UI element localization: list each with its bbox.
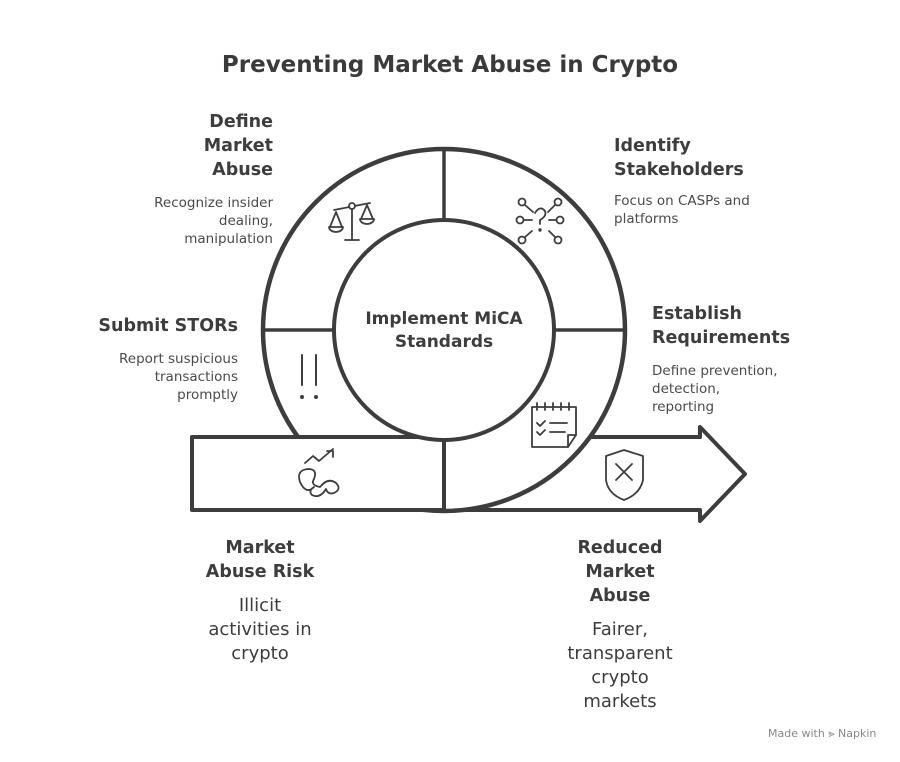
start-title: Abuse Risk	[205, 562, 315, 582]
segment-desc: detection,	[652, 381, 721, 397]
end-title: Market	[585, 562, 655, 582]
segment-submit-stors: Submit STORs Report suspicious transacti…	[98, 314, 238, 404]
checklist-icon	[531, 402, 577, 448]
segment-title: Market	[203, 136, 273, 156]
segment-desc: Focus on CASPs and	[614, 193, 750, 209]
risk-box	[190, 435, 446, 512]
segment-title: Requirements	[652, 328, 791, 348]
napkin-watermark: Made with ⪢ Napkin	[768, 727, 877, 740]
segment-desc: Report suspicious	[118, 351, 238, 367]
segment-title: Identify	[614, 136, 691, 156]
exclamation-icon	[300, 354, 318, 399]
center-line: Standards	[394, 332, 494, 352]
end-desc: transparent	[567, 643, 673, 664]
segment-desc: platforms	[614, 211, 679, 227]
segment-title: Define	[209, 112, 273, 132]
segment-title: Submit STORs	[98, 316, 238, 336]
end-desc: markets	[583, 691, 657, 712]
segment-establish-requirements: Establish Requirements Define prevention…	[652, 302, 790, 416]
end-desc: Fairer,	[592, 619, 648, 640]
start-title: Market	[225, 538, 295, 558]
segment-define-market-abuse: Define Market Abuse Recognize insider de…	[154, 110, 273, 248]
segment-title: Stakeholders	[614, 160, 744, 180]
end-title: Abuse	[589, 586, 651, 606]
center-label: Implement MiCA Standards	[334, 308, 554, 354]
segment-identify-stakeholders: Identify Stakeholders Focus on CASPs and…	[614, 134, 750, 228]
start-desc: activities in	[208, 619, 312, 640]
end-title: Reduced	[577, 538, 663, 558]
shield-x-icon	[605, 449, 644, 501]
network-question-icon	[515, 197, 565, 245]
risk-chart-icon	[298, 448, 340, 498]
segment-desc: Define prevention,	[652, 363, 778, 379]
end-desc: crypto	[591, 667, 649, 688]
diagram-title: Preventing Market Abuse in Crypto	[221, 52, 679, 78]
center-line: Implement MiCA	[365, 309, 523, 329]
scales-icon	[328, 202, 375, 241]
segment-desc: manipulation	[184, 231, 273, 247]
start-market-abuse-risk: Market Abuse Risk Illicit activities in …	[190, 536, 330, 666]
segment-desc: reporting	[652, 399, 715, 415]
segment-desc: transactions	[154, 369, 238, 385]
end-reduced-market-abuse: Reduced Market Abuse Fairer, transparent…	[545, 536, 695, 714]
segment-desc: dealing,	[218, 213, 273, 229]
segment-title: Establish	[652, 304, 742, 324]
start-desc: crypto	[231, 643, 289, 664]
segment-desc: promptly	[177, 387, 238, 403]
start-desc: Illicit	[238, 595, 282, 616]
segment-title: Abuse	[212, 160, 273, 180]
segment-desc: Recognize insider	[154, 195, 273, 211]
